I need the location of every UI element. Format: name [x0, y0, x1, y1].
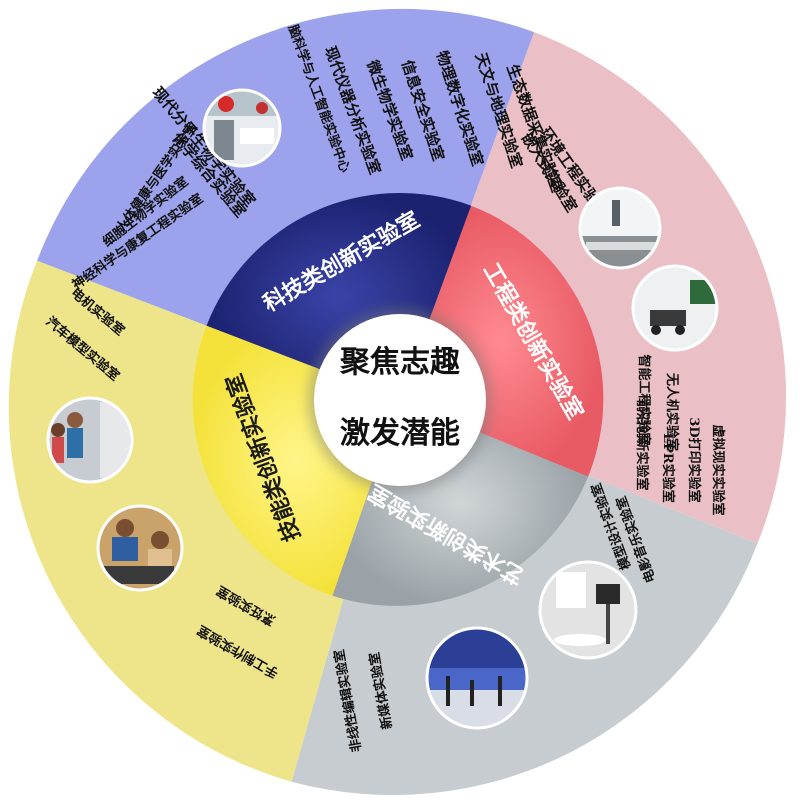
lab-photo-6	[540, 562, 636, 658]
lab-photo-5	[98, 506, 182, 590]
outer-ring	[8, 8, 787, 796]
lab-label: EPR实验室	[660, 433, 676, 503]
lab-label: 前沿创新实验室	[634, 399, 650, 490]
lab-label: 无人机实验室	[664, 372, 680, 451]
lab-photo-2	[580, 188, 660, 268]
lab-label: 智能工程实验室	[636, 354, 652, 445]
hub-line-2: 激发潜能	[340, 416, 460, 451]
lab-photo-3	[633, 266, 717, 350]
hub-line-1: 聚焦志趣	[339, 345, 460, 380]
lab-label: 3D打印实验室	[686, 417, 702, 502]
lab-label: 虚拟现实实验室	[710, 424, 726, 515]
hub-circle	[314, 314, 486, 486]
